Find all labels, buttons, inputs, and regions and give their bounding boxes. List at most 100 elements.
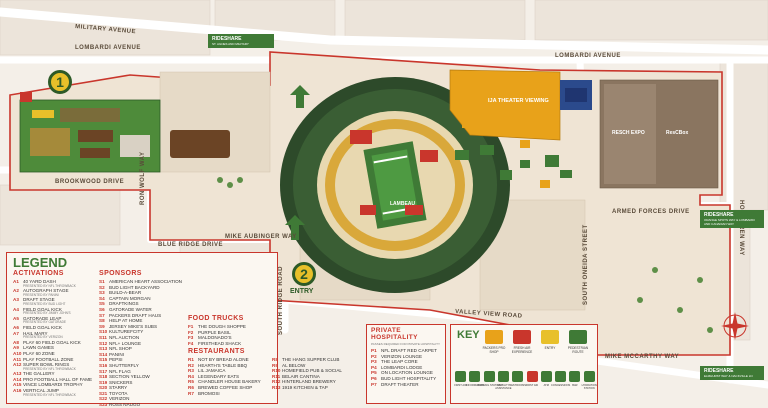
restaurants-title: RESTAURANTS xyxy=(188,348,245,355)
legend-item-name: PRO FOOTBALL HALL OF FAME xyxy=(23,376,93,382)
legend-item-code: R10 xyxy=(272,368,281,374)
legend-item-code: S19 xyxy=(99,379,108,385)
legend-item-name: AL BELOW xyxy=(282,362,306,368)
legend-item-sub: PRESENTED BY PANINI xyxy=(23,292,59,297)
key-label: ENTRY xyxy=(544,346,556,350)
legend-item-code: S9 xyxy=(99,323,105,329)
legend-item-code: S18 xyxy=(99,374,108,380)
legend-item-name: DRAFTKINGS xyxy=(109,301,139,307)
lombardi-avenue-right-label: LOMBARDI AVENUE xyxy=(555,53,621,59)
key-label: FIRST AID xyxy=(525,384,539,387)
legend-title: LEGEND xyxy=(13,255,68,270)
legend-item-sub: PRESENTED BY NFL THROWBACK xyxy=(23,366,76,371)
rideshare-bottom[interactable]: RIDESHARE ELMHURST WAY & NACKVILLE LN xyxy=(700,366,764,380)
legend-item-code: A13 xyxy=(13,371,22,377)
legend-item-name: PEPSI xyxy=(109,357,123,363)
legend-item-code: P1 xyxy=(371,348,377,353)
legend-item-name: PURPLE BASIL xyxy=(198,329,231,335)
military-avenue-label: MILITARY AVENUE xyxy=(75,24,136,35)
key-label: FIRST AID xyxy=(454,384,467,387)
legend-item-code: A11 xyxy=(13,356,22,362)
legend-item-name: THE LEAP CORE xyxy=(381,359,418,365)
key-swatch xyxy=(485,330,503,344)
mike-aubinger-way-label: MIKE AUBINGER WAY xyxy=(225,234,297,240)
legend-item-name: CAPTAIN MORGAN xyxy=(109,295,151,301)
legend-item-name: FIELD GOAL KICK xyxy=(23,324,62,330)
key-swatch xyxy=(469,371,481,382)
brookwood-drive-label: BROOKWOOD DRIVE xyxy=(55,179,124,185)
armed-forces-drive-label: ARMED FORCES DRIVE xyxy=(612,209,690,215)
key-swatch xyxy=(569,371,581,382)
legend-item-code: S4 xyxy=(99,295,105,301)
legend-item-code: S5 xyxy=(99,301,105,307)
key-title: KEY xyxy=(457,329,480,341)
legend-item-code: S22 xyxy=(99,396,108,402)
sponsors-title: SPONSORS xyxy=(99,270,142,277)
legend-item-name: VINCE LOMBARDI TROPHY xyxy=(23,382,83,388)
legend-item-name: NFL AUCTION xyxy=(109,334,140,340)
legend-item-code: S7 xyxy=(99,312,105,318)
legend-item-name: FIELD GOAL KICK xyxy=(23,306,62,312)
legend-item-name: CHANDLER HOUSE BAKERY xyxy=(198,379,261,385)
legend-item-code: A9 xyxy=(13,345,19,351)
rideshare-top[interactable]: RIDESHARE ST. AGNES AND MILITARY xyxy=(208,34,274,48)
legend-item-name: TOYOTA xyxy=(109,390,128,396)
entry-1-badge[interactable]: 1 xyxy=(48,70,72,94)
legend-item-name: THE DOUGH SHOPPE xyxy=(198,324,246,329)
legend-item-code: S8 xyxy=(99,318,105,324)
key-swatch xyxy=(541,330,559,344)
private-hospitality-sub: PASSES REQUIRED FOR PRIVATE HOSPITALITY xyxy=(371,342,440,346)
private-hospitality-title: PRIVATE HOSPITALITY xyxy=(371,327,418,341)
entry-2-badge[interactable]: 2 xyxy=(292,262,316,286)
legend-item-name: NFL+ LOUNGE xyxy=(109,340,142,346)
rideshare-bottom-sub: ELMHURST WAY & NACKVILLE LN xyxy=(704,374,753,378)
legend-item-name: NFL SHOP xyxy=(109,346,132,352)
legend-list-item: S5 DRAFTKINGS xyxy=(99,301,182,307)
legend-item-name: DRAFT STAGE xyxy=(23,297,55,303)
legend-item-name: GATORADE LEAP xyxy=(23,315,62,321)
legend-item-name: ROSS NAUGO xyxy=(109,402,141,408)
legend-item-name: HINTERLAND BREWERY xyxy=(282,379,336,385)
key-label: CONCESSIONS xyxy=(551,384,571,387)
legend-item-name: VERTICAL JUMP xyxy=(23,388,59,394)
rideshare-top-sub: ST. AGNES AND MILITARY xyxy=(212,42,249,46)
legend-item-code: S12 xyxy=(99,340,108,346)
legend-item-code: P5 xyxy=(371,370,377,376)
legend-item-code: A3 xyxy=(13,297,19,303)
legend-item-code: R3 xyxy=(188,368,194,374)
legend-item-name: BUD LIGHT BACKYARD xyxy=(109,284,160,290)
valley-view-road-label: VALLEY VIEW ROAD xyxy=(455,309,523,320)
key-label: FRESH AIR EXPERIENCE xyxy=(511,346,533,354)
rideshare-right[interactable]: RIDESHARE ORANGE SPOTS WAY & LOMBARDI AN… xyxy=(700,210,764,228)
legend-item-name: AMERICAN HEART ASSOCIATION xyxy=(109,279,183,284)
rideshare-right-title: RIDESHARE xyxy=(704,212,734,218)
legend-item-code: A10 xyxy=(13,350,22,356)
legend-item-code: R4 xyxy=(188,373,194,379)
legend-item-name: VERIZON xyxy=(109,396,130,402)
legend-item-code: R12 xyxy=(272,379,281,385)
